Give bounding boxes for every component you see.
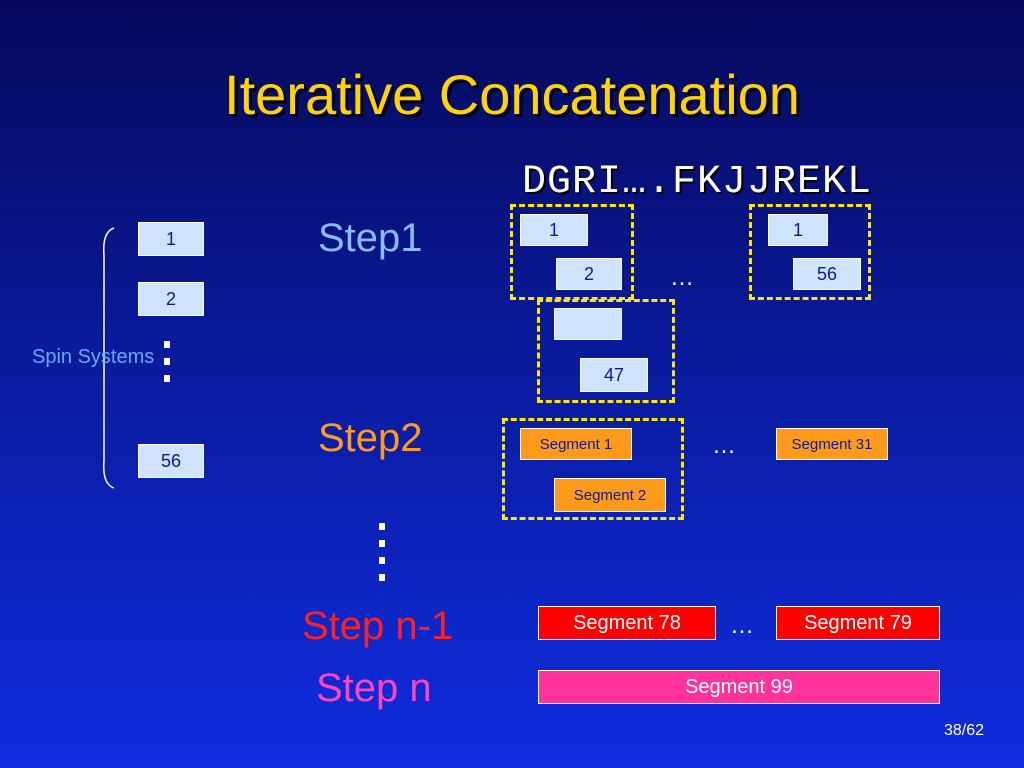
step1-box	[554, 308, 622, 340]
spin-system-box: 1	[138, 222, 204, 256]
step1-ellipsis: …	[670, 264, 694, 291]
step-n-segment: Segment 99	[538, 670, 940, 704]
step1-box: 56	[793, 258, 861, 290]
step1-box: 1	[520, 214, 588, 246]
step2-group	[502, 418, 684, 520]
step1-box: 1	[768, 214, 828, 246]
step-n-minus-1-segment: Segment 78	[538, 606, 716, 640]
step1-label: Step1	[318, 216, 423, 260]
step-n-label: Step n	[316, 666, 432, 710]
vertical-ellipsis	[379, 518, 385, 586]
page-number: 38/62	[943, 722, 984, 739]
spin-systems-brace	[102, 227, 115, 489]
protein-sequence: DGRI….FKJJREKL	[522, 160, 873, 205]
step1-group-c	[749, 204, 871, 300]
slide-title: Iterative Concatenation	[224, 63, 800, 126]
spin-systems-label: Spin Systems	[32, 346, 155, 368]
step-n-minus-1-segment: Segment 79	[776, 606, 940, 640]
spin-system-box: 56	[138, 444, 204, 478]
step1-box: 47	[580, 358, 648, 392]
step-n-minus-1-ellipsis: …	[730, 612, 754, 639]
vertical-ellipsis	[164, 336, 170, 387]
step-n-minus-1-label: Step n-1	[302, 604, 454, 648]
step2-label: Step2	[318, 416, 423, 460]
step1-box: 2	[556, 258, 622, 290]
step2-segment: Segment 2	[554, 478, 666, 512]
step1-group-b	[537, 299, 675, 403]
spin-system-box: 2	[138, 282, 204, 316]
step1-group-a	[510, 204, 634, 300]
step2-ellipsis: …	[712, 432, 736, 459]
step2-segment: Segment 31	[776, 428, 888, 460]
step2-segment: Segment 1	[520, 428, 632, 460]
